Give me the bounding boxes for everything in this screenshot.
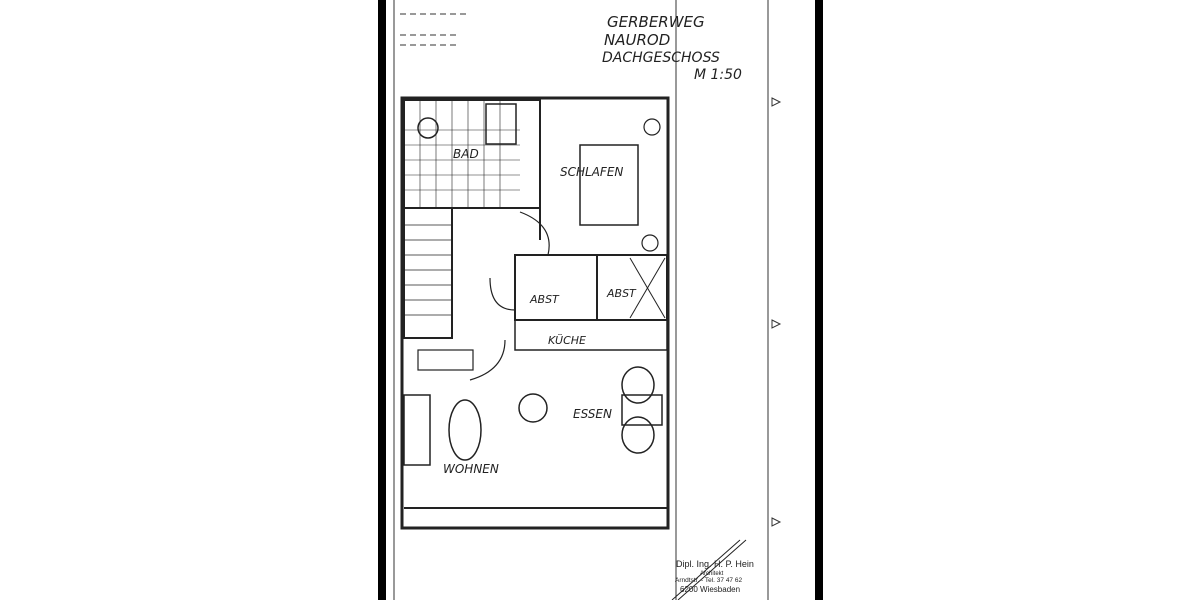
drawing-frame (393, 0, 769, 600)
scan-border-right (815, 0, 823, 600)
room-label-kitchen: KÜCHE (548, 334, 586, 347)
title-scale: M 1:50 (694, 67, 742, 83)
room-label-bath: BAD (453, 147, 479, 161)
room-label-living: WOHNEN (443, 462, 499, 476)
svg-text:Arndtstr. - Tel. 37 47 62: Arndtstr. - Tel. 37 47 62 (675, 577, 742, 584)
svg-text:6200 Wiesbaden: 6200 Wiesbaden (680, 585, 740, 594)
room-label-storage-1: ABST (529, 293, 560, 306)
kitchen-counter (514, 319, 668, 351)
architect-stamp: Dipl. Ing. H. P. Hein Architekt Arndtstr… (671, 539, 754, 600)
section-markers (771, 97, 782, 527)
title-place: NAUROD (604, 31, 670, 49)
title-floor: DACHGESCHOSS (602, 50, 720, 66)
room-storage-1 (514, 254, 598, 321)
signature (671, 539, 747, 600)
room-label-bedroom: SCHLAFEN (560, 165, 623, 179)
room-label-dining: ESSEN (573, 407, 612, 421)
scan-border-left (378, 0, 386, 600)
title-street: GERBERWEG (607, 13, 705, 31)
floor-plan (400, 96, 670, 530)
svg-text:Architekt: Architekt (700, 571, 724, 577)
svg-text:Dipl. Ing. H. P. Hein: Dipl. Ing. H. P. Hein (676, 559, 754, 569)
room-label-storage-2: ABST (606, 287, 637, 300)
